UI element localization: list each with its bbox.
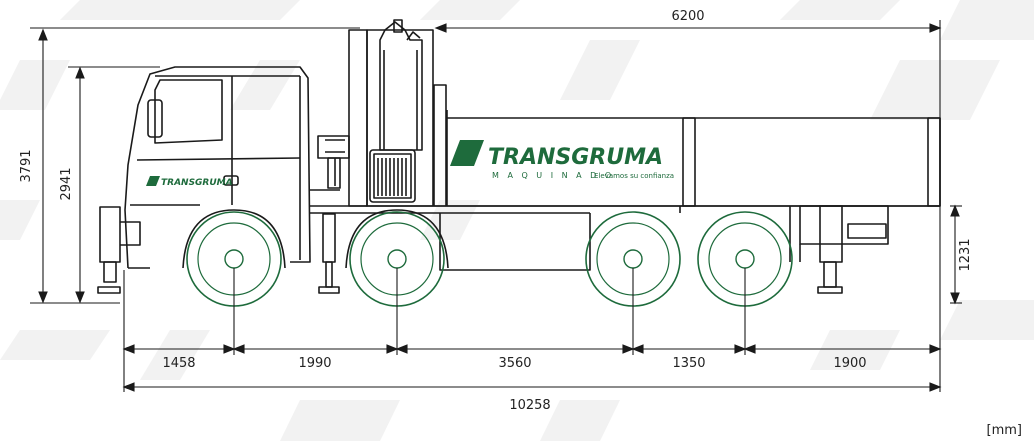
cab-waist-line bbox=[136, 157, 301, 161]
dim-bed-height: 1231 bbox=[958, 238, 973, 271]
cab-body bbox=[124, 66, 311, 269]
dim-platform-length: 6200 bbox=[671, 9, 704, 24]
dim-segment-4: 1350 bbox=[672, 356, 705, 371]
wheel-arch-2 bbox=[345, 209, 449, 269]
bed-logo: TRANSGRUMA M A Q U I N A D O Elevamos su… bbox=[450, 140, 674, 180]
front-stabilizer bbox=[99, 206, 121, 263]
door-handle bbox=[223, 175, 239, 186]
wheels bbox=[186, 211, 793, 307]
side-mirror bbox=[147, 99, 163, 138]
units-label: [mm] bbox=[987, 423, 1022, 438]
brand-letters: M A Q U I N A D O bbox=[492, 171, 614, 180]
dim-segment-2: 1990 bbox=[298, 356, 331, 371]
cab-brand-name: TRANSGRUMA bbox=[161, 178, 233, 188]
cab-logo: TRANSGRUMA bbox=[146, 176, 233, 188]
crane-column bbox=[348, 29, 368, 207]
logo-mark-icon bbox=[450, 140, 484, 166]
rear-stabilizer-box bbox=[799, 205, 889, 245]
dim-total-length: 10258 bbox=[509, 398, 550, 413]
brand-slogan: Elevamos su confianza bbox=[594, 172, 674, 180]
dim-segment-1: 1458 bbox=[162, 356, 195, 371]
dim-cab-height: 2941 bbox=[59, 167, 74, 200]
dim-segment-3: 3560 bbox=[498, 356, 531, 371]
dimension-labels: 3791 2941 6200 1231 1458 1990 3560 1350 … bbox=[19, 9, 1022, 438]
wheel-arch-1 bbox=[182, 209, 286, 269]
mid-stabilizer bbox=[322, 213, 336, 263]
dim-total-height: 3791 bbox=[19, 149, 34, 182]
dimension-lines bbox=[30, 20, 962, 392]
brand-name: TRANSGRUMA bbox=[488, 145, 663, 170]
dim-segment-5: 1900 bbox=[833, 356, 866, 371]
cab-window bbox=[154, 79, 223, 144]
